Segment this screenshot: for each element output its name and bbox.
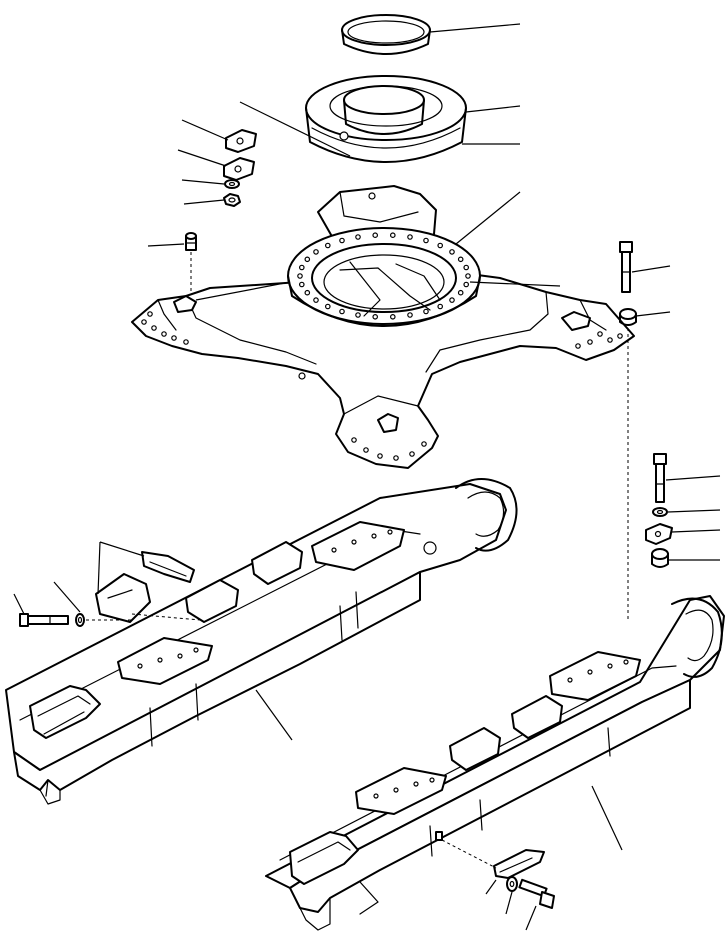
leader-plate (671, 529, 721, 533)
ring-bolt-hole (463, 281, 470, 288)
leader-washer (181, 179, 225, 185)
leader-frame-right (469, 281, 561, 287)
ring-bolt-hole (449, 297, 455, 303)
washer-bottom (506, 876, 518, 892)
ring-bolt-hole (355, 234, 361, 240)
guard-bracket-right (493, 849, 545, 879)
ring-bolt-hole (339, 308, 345, 315)
leader-track-right (591, 785, 623, 851)
leader-shim-small (177, 149, 227, 167)
leader-grease (147, 243, 185, 247)
bolt-bottom (518, 878, 555, 909)
ring-bolt-hole (407, 312, 413, 318)
leader-shim-large (181, 119, 229, 141)
ring-bolt-hole (324, 303, 331, 310)
ring-bolt-hole (449, 249, 455, 255)
ring-bolt-hole (423, 308, 429, 315)
ring-bolt-hole (457, 256, 464, 263)
track-frame-left (5, 478, 518, 805)
center-frame (131, 185, 635, 469)
ring-bolt-hole (304, 256, 311, 263)
guide-cover-left (131, 613, 201, 621)
leader-guard-left (99, 541, 145, 557)
ring-bolt-hole (457, 289, 464, 296)
leader-bolt-right (665, 475, 721, 481)
ring-bolt-hole (313, 249, 319, 255)
ring-bolt-holes (297, 232, 471, 320)
ring-bolt-hole (437, 242, 444, 249)
shim-plate-large (225, 129, 257, 153)
collar (619, 308, 637, 326)
leader-cover-left (239, 101, 351, 157)
plate (645, 523, 673, 545)
ring-bolt-hole (465, 273, 471, 279)
ring-bolt-hole (313, 297, 319, 303)
ring-bolt-hole (372, 232, 379, 239)
ring-bolt-hole (389, 313, 396, 320)
ring-bolt-hole (437, 303, 444, 310)
leader-spring-washer (667, 509, 721, 513)
leader-bracket-right (485, 879, 497, 895)
leader-cover-left-plate (97, 541, 101, 595)
leader-frame-left (195, 281, 291, 301)
bolt-right (653, 453, 667, 503)
spring-washer (652, 507, 668, 517)
leader-cover (465, 105, 521, 113)
leader-seal-ring (429, 23, 521, 33)
ring-bolt-hole (372, 313, 379, 320)
shim-plate-small (223, 157, 255, 181)
spacer (651, 548, 669, 568)
leader-bolt-bottom (525, 905, 537, 931)
bolt-top (619, 241, 633, 293)
cover-plate-left (95, 573, 151, 623)
ring-bolt-hole (297, 273, 303, 279)
ring-bolt-hole (339, 237, 345, 244)
leader-center-frame (455, 191, 521, 245)
bolt-left (19, 613, 69, 627)
ring-bolt-hole (389, 232, 396, 239)
ring-bolt-hole (298, 264, 305, 271)
washer (224, 179, 240, 189)
ring-bolt-hole (298, 281, 305, 288)
guard-plate-left (141, 551, 195, 583)
ring-bolt-hole (324, 242, 331, 249)
seal-ring (341, 14, 431, 55)
ring-bolt-hole (407, 234, 413, 240)
leader-collar (635, 311, 671, 317)
leader-bolt-left (13, 593, 25, 615)
nut (223, 193, 241, 207)
leader-washer-bottom (505, 891, 513, 915)
ring-bolt-hole (463, 264, 470, 271)
washer-left (75, 613, 85, 627)
ring-bolt-hole (355, 312, 361, 318)
track-frame-right (265, 595, 725, 931)
grease-fitting (185, 232, 197, 251)
leader-track-left (255, 689, 293, 741)
leader-bolt-top (631, 265, 671, 273)
ring-bolt-hole (304, 289, 311, 296)
swing-bearing-cover (305, 75, 467, 163)
guide-bracket-right (441, 839, 497, 869)
leader-nut (183, 199, 225, 205)
ring-bolt-hole (423, 237, 429, 244)
leader-washer-left (53, 581, 81, 613)
